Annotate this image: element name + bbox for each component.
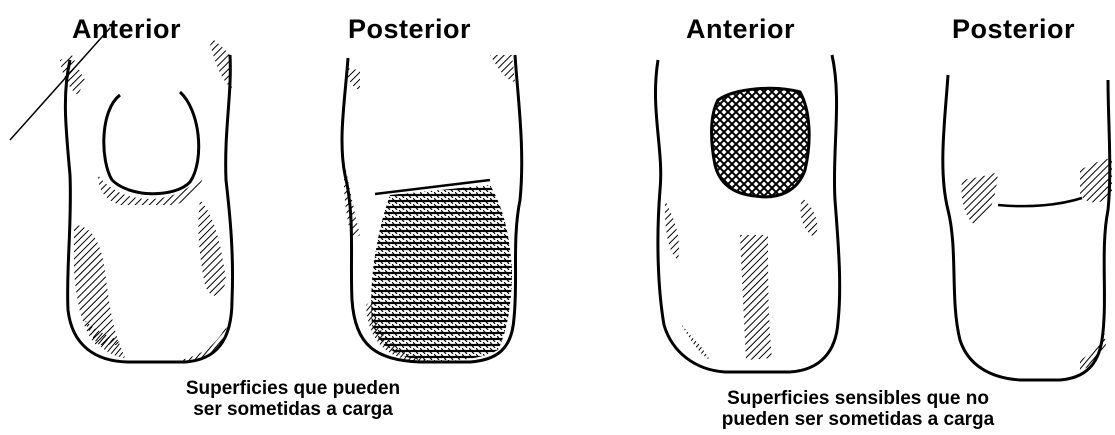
hatch-distal-right [180,320,228,362]
hatch-lateral [198,200,226,296]
crosshatch-patella [712,88,810,197]
hatch-2-post-right [1080,158,1112,203]
panel1-caption-line1: Superficies que pueden [148,378,438,399]
posterior-outline-2 [943,75,1110,380]
hatch-posterior-loadbearing [371,185,512,361]
hatch-tibial-crest [740,235,772,360]
panel1-caption: Superficies que pueden ser sometidas a c… [148,378,438,420]
panel1-caption-line2: ser sometidas a carga [148,399,438,420]
patella-arc-left [104,95,120,180]
hatch-2-post-left [962,172,998,225]
hatch-post-right-shoulder [490,55,515,82]
panel1-anterior-stump [10,28,233,362]
popliteal-crease-2 [998,198,1082,206]
panel1-anterior-label: Anterior [72,14,181,45]
hatch-2-left [665,200,679,260]
patella-arc-right [112,92,199,194]
panel2-anterior-label: Anterior [686,14,795,45]
hatch-2-right-condyle [801,198,818,238]
hatch-post-left-mid [344,165,360,240]
hatch-2-distal-left [680,322,710,360]
panel2-posterior-label: Posterior [952,14,1075,45]
panel2-posterior-stump [943,75,1112,380]
panel2-caption-line1: Superficies sensibles que no [688,388,1028,409]
panel2-anterior-stump [655,55,839,372]
panel1-posterior-label: Posterior [348,14,471,45]
hatch-medial-flare [74,225,120,345]
hatch-shoulder-right [210,40,232,88]
panel1-posterior-stump [342,55,522,362]
panel2-caption-line2: pueden ser sometidas a carga [688,409,1028,430]
panel2-caption: Superficies sensibles que no pueden ser … [688,388,1028,430]
hatch-patellar-tendon [98,172,205,205]
